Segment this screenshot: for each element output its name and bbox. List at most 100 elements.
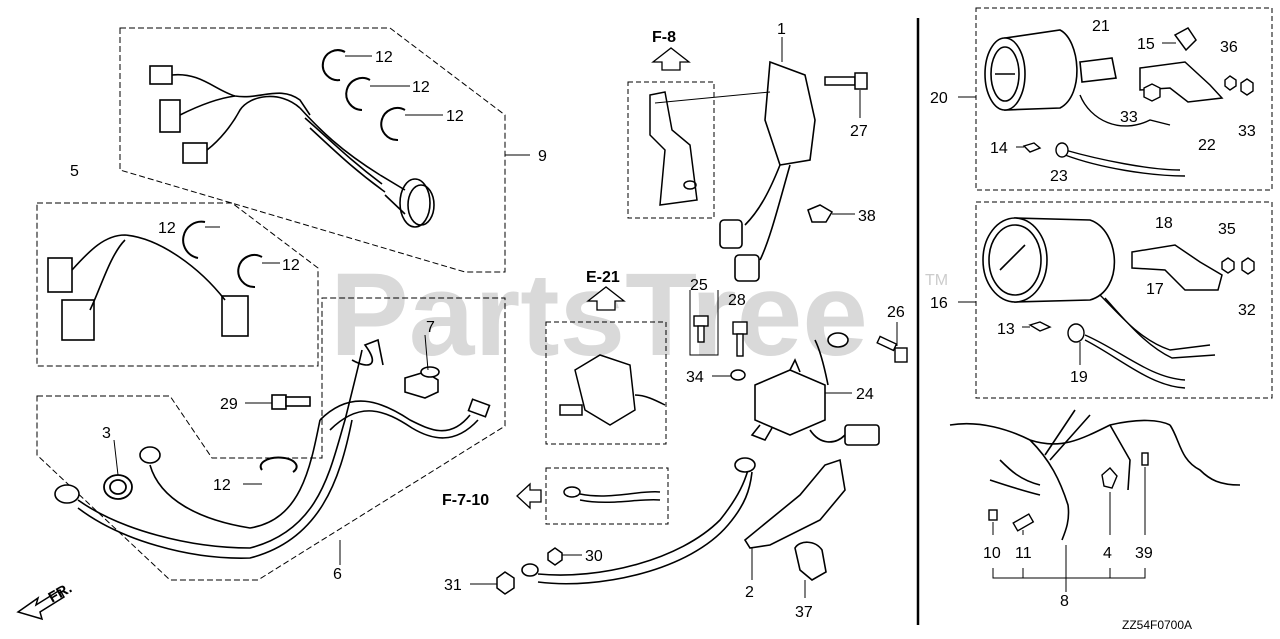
e21-ref-box [545, 321, 667, 445]
callout-18[interactable]: 18 [1155, 215, 1173, 232]
callout-1[interactable]: 1 [777, 21, 786, 38]
terminal-11 [1012, 513, 1035, 532]
callout-38[interactable]: 38 [858, 208, 876, 225]
callout-2[interactable]: 2 [745, 584, 754, 601]
callout-13[interactable]: 13 [997, 321, 1015, 338]
harness-8 [949, 409, 1241, 541]
callout-31[interactable]: 31 [444, 577, 462, 594]
nut-33-left [1143, 83, 1161, 102]
callout-25[interactable]: 25 [690, 277, 708, 294]
callout-39[interactable]: 39 [1135, 545, 1153, 562]
callout-6[interactable]: 6 [333, 566, 342, 583]
callout-35[interactable]: 35 [1218, 221, 1236, 238]
wires-23 [1055, 94, 1186, 177]
callout-7[interactable]: 7 [426, 319, 435, 336]
e21-arrow [586, 286, 626, 311]
harness-9 [149, 65, 435, 228]
leaders-box-9 [345, 55, 530, 156]
clips-12-upper [321, 49, 406, 142]
bolt-28 [732, 321, 748, 357]
bolt-25 [693, 315, 709, 343]
bolt-39 [1141, 452, 1149, 466]
callout-12f[interactable]: 12 [213, 477, 231, 494]
callout-12c[interactable]: 12 [446, 108, 464, 125]
ref-f710[interactable]: F-7-10 [442, 492, 489, 509]
clip-38 [807, 204, 834, 223]
group-box-20 [975, 7, 1273, 191]
module-1 [719, 60, 816, 282]
group-box-5 [36, 202, 319, 367]
callout-12b[interactable]: 12 [412, 79, 430, 96]
callout-33a[interactable]: 33 [1120, 109, 1138, 126]
callout-17[interactable]: 17 [1146, 281, 1164, 298]
nut-32 [1241, 257, 1255, 275]
callout-34[interactable]: 34 [686, 369, 704, 386]
clips-12-middle [182, 220, 263, 289]
ref-f8[interactable]: F-8 [652, 29, 676, 46]
battery-cables-6 [54, 338, 491, 559]
callout-12a[interactable]: 12 [375, 49, 393, 66]
callout-14[interactable]: 14 [990, 140, 1008, 157]
callout-27[interactable]: 27 [850, 123, 868, 140]
callout-5[interactable]: 5 [70, 163, 79, 180]
callout-22[interactable]: 22 [1198, 137, 1216, 154]
bracket-18 [1131, 244, 1223, 291]
callout-10[interactable]: 10 [983, 545, 1001, 562]
group-box-6 [36, 297, 506, 581]
f8-arrow [651, 47, 691, 71]
harness-5 [47, 234, 249, 341]
callout-20[interactable]: 20 [930, 90, 948, 107]
clamp-3 [103, 474, 133, 500]
callout-12d[interactable]: 12 [158, 220, 176, 237]
bolt-29 [271, 394, 311, 410]
callout-30[interactable]: 30 [585, 548, 603, 565]
nut-30 [547, 547, 563, 566]
bracket-25-28 [689, 290, 719, 356]
clip-13 [1028, 321, 1052, 332]
callout-28[interactable]: 28 [728, 292, 746, 309]
callout-16[interactable]: 16 [930, 295, 948, 312]
ref-e21[interactable]: E-21 [586, 269, 620, 286]
cable-2 [521, 457, 846, 585]
bolt-26 [876, 335, 908, 363]
clip-14 [1022, 142, 1042, 153]
clip-15 [1173, 27, 1197, 52]
callout-21[interactable]: 21 [1092, 18, 1110, 35]
callout-19[interactable]: 19 [1070, 369, 1088, 386]
washer-34 [730, 369, 746, 381]
callout-15[interactable]: 15 [1137, 36, 1155, 53]
callout-9[interactable]: 9 [538, 148, 547, 165]
callout-3[interactable]: 3 [102, 425, 111, 442]
hour-meter-21 [984, 29, 1117, 111]
callout-26[interactable]: 26 [887, 304, 905, 321]
callout-29[interactable]: 29 [220, 396, 238, 413]
callout-12e[interactable]: 12 [282, 257, 300, 274]
clip-4 [1101, 467, 1118, 489]
nut-36 [1224, 75, 1237, 91]
bolt-27 [824, 72, 868, 90]
clip-12-lower [259, 456, 298, 473]
diagram-code: ZZ54F0700A [1122, 618, 1192, 632]
group-box-9 [119, 27, 506, 273]
f710-ref-box [545, 467, 669, 525]
wires-19 [1067, 294, 1216, 389]
callout-11[interactable]: 11 [1015, 545, 1032, 562]
cable-f710 [563, 486, 661, 504]
callout-23[interactable]: 23 [1050, 168, 1068, 185]
callout-4[interactable]: 4 [1103, 545, 1112, 562]
callout-37[interactable]: 37 [795, 604, 813, 621]
callout-32[interactable]: 32 [1238, 302, 1256, 319]
callout-8[interactable]: 8 [1060, 593, 1069, 610]
leaders-8 [992, 467, 1146, 592]
callout-36[interactable]: 36 [1220, 39, 1238, 56]
watermark-tm: TM [925, 272, 948, 289]
leaders-box-5 [205, 226, 280, 264]
bracket-f8 [649, 91, 698, 206]
solenoid-e21 [559, 354, 666, 426]
relay-24 [750, 332, 880, 446]
callout-24[interactable]: 24 [856, 386, 874, 403]
callouts: 1 2 3 4 5 6 7 8 9 10 11 12 12 12 12 12 1… [70, 18, 1256, 621]
f710-arrow [516, 482, 542, 510]
callout-33b[interactable]: 33 [1238, 123, 1256, 140]
